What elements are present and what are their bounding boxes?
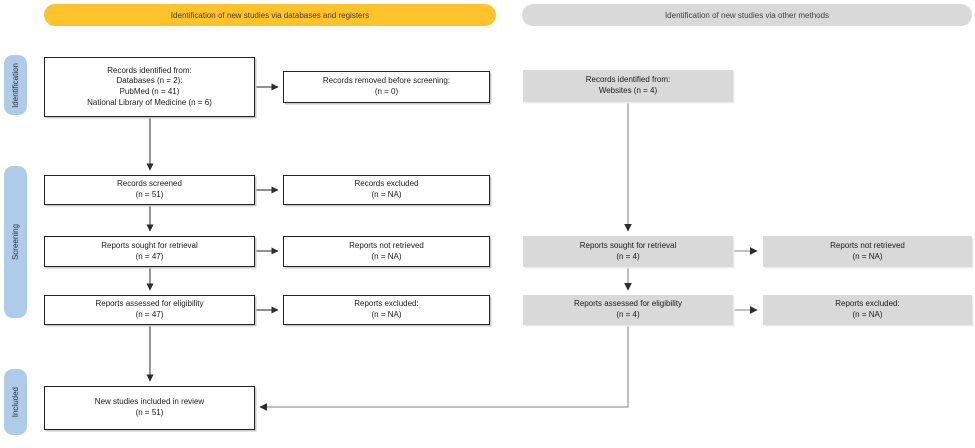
box-line: Websites (n = 4): [598, 86, 658, 95]
box-db-records-identified: Records identified from: Databases (n = …: [44, 57, 255, 117]
box-line: (n = 4): [616, 251, 640, 261]
box-line: Records screened: [117, 179, 182, 189]
box-line: (n = 4): [616, 310, 640, 319]
box-line: Databases (n = 2):: [116, 76, 183, 86]
banner-other-methods: Identification of new studies via other …: [522, 4, 972, 26]
box-line: Reports sought for retrieval: [101, 240, 198, 250]
box-line: (n = NA): [852, 251, 883, 261]
box-line: National Library of Medicine (n = 6): [87, 97, 212, 107]
banner-databases-registers: Identification of new studies via databa…: [44, 4, 496, 26]
box-line: Records excluded: [354, 179, 419, 189]
box-line: Reports excluded:: [354, 299, 419, 309]
box-db-records-removed: Records removed before screening: (n = 0…: [283, 71, 490, 103]
box-line: (n = 0): [374, 87, 399, 96]
box-om-reports-not-retrieved: Reports not retrieved (n = NA): [763, 236, 972, 267]
box-line: (n = NA): [371, 310, 402, 319]
box-line: (n = 51): [135, 408, 164, 417]
box-line: (n = NA): [371, 190, 402, 199]
box-db-reports-sought: Reports sought for retrieval (n = 47): [44, 236, 255, 267]
box-line: Reports assessed for eligibility: [573, 299, 683, 309]
box-line: (n = 47): [135, 251, 164, 261]
box-line: Records identified from:: [107, 65, 192, 75]
box-line: Records removed before screening:: [322, 76, 451, 86]
box-db-reports-assessed: Reports assessed for eligibility (n = 47…: [44, 295, 255, 325]
box-om-records-identified: Records identified from: Websites (n = 4…: [523, 70, 733, 102]
stage-identification: Identification: [4, 55, 27, 115]
box-om-reports-assessed: Reports assessed for eligibility (n = 4): [523, 295, 733, 325]
box-line: Reports sought for retrieval: [579, 240, 677, 250]
box-included-new-studies: New studies included in review (n = 51): [44, 386, 255, 430]
box-line: (n = 47): [135, 310, 164, 319]
box-line: Reports not retrieved: [349, 240, 424, 250]
box-om-reports-sought: Reports sought for retrieval (n = 4): [523, 236, 733, 267]
banner-other-methods-label: Identification of new studies via other …: [664, 10, 830, 20]
box-line: New studies included in review: [94, 397, 205, 407]
box-line: Reports assessed for eligibility: [95, 299, 204, 309]
stage-screening-label: Screening: [11, 223, 20, 261]
banner-databases-registers-label: Identification of new studies via databa…: [170, 10, 370, 20]
stage-included-label: Included: [11, 386, 20, 418]
box-line: (n = 51): [135, 190, 164, 199]
box-line: Records identified from:: [585, 75, 671, 85]
box-db-reports-not-retrieved: Reports not retrieved (n = NA): [283, 236, 490, 267]
stage-included: Included: [4, 369, 27, 435]
box-line: (n = NA): [371, 251, 402, 261]
stage-screening: Screening: [4, 166, 27, 318]
box-line: Reports excluded:: [835, 299, 900, 309]
box-line: PubMed (n = 41): [119, 87, 180, 96]
box-om-reports-excluded: Reports excluded: (n = NA): [763, 295, 972, 325]
box-line: Reports not retrieved: [830, 240, 905, 250]
stage-identification-label: Identification: [11, 62, 20, 108]
box-db-reports-excluded: Reports excluded: (n = NA): [283, 295, 490, 325]
box-db-records-screened: Records screened (n = 51): [44, 175, 255, 205]
box-db-records-excluded: Records excluded (n = NA): [283, 175, 490, 205]
arrow-om-assessed-to-included: [259, 325, 629, 411]
box-line: (n = NA): [852, 310, 883, 319]
